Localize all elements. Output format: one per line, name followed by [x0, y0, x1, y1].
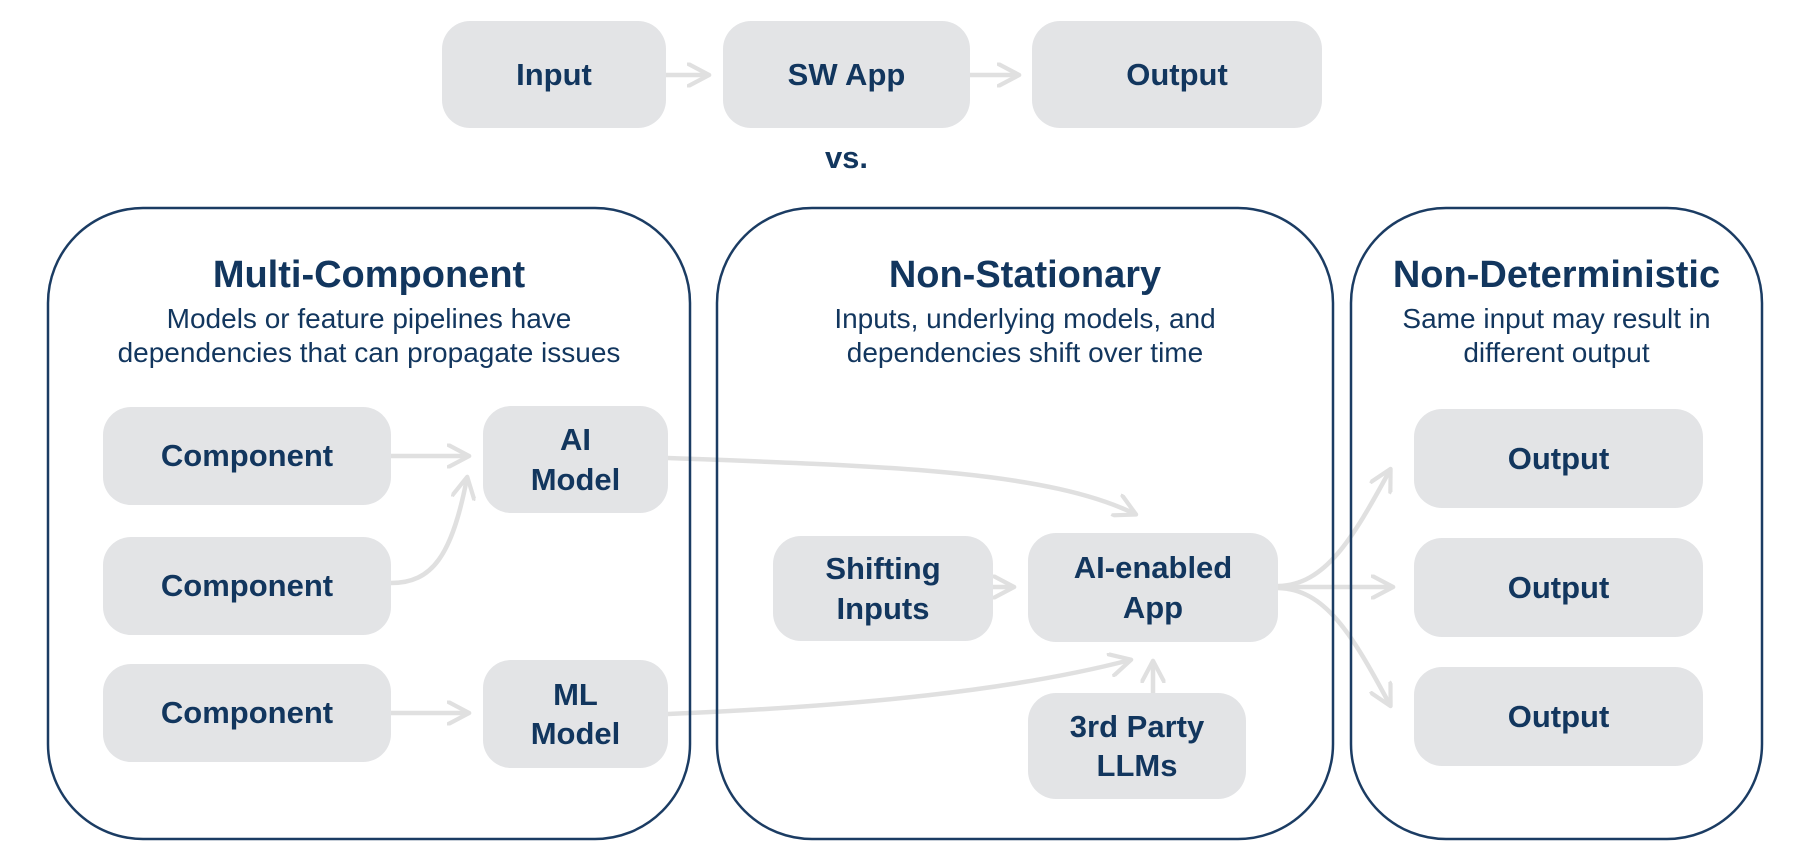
- node-input: Input: [442, 21, 666, 128]
- arrow-ai-model-to-app: [665, 455, 1135, 514]
- node-sw-app: SW App: [723, 21, 970, 128]
- arrow-component2-to-ai-model: [388, 478, 467, 586]
- node-ai-model: AI Model: [483, 406, 668, 513]
- panel-subtitle-multi-component: Models or feature pipelines have depende…: [117, 303, 621, 368]
- node-output-2: Output: [1414, 538, 1703, 637]
- arrow-app-to-output1: [1275, 470, 1390, 589]
- panel-outline-multi-component: [46, 206, 692, 841]
- panel-header-multi-component: Multi-Component Models or feature pipeli…: [48, 252, 690, 370]
- node-shifting-inputs: Shifting Inputs: [773, 536, 993, 641]
- flow-arrows: [388, 75, 1392, 717]
- node-3rd-party-llms: 3rd Party LLMs: [1028, 693, 1246, 799]
- panel-subtitle-non-stationary: Inputs, underlying models, and dependenc…: [834, 303, 1216, 368]
- panel-subtitle-non-deterministic: Same input may result in different outpu…: [1402, 303, 1711, 368]
- panel-header-non-stationary: Non-Stationary Inputs, underlying models…: [717, 252, 1333, 370]
- panel-title-multi-component: Multi-Component: [212, 254, 526, 296]
- panel-title-non-deterministic: Non-Deterministic: [1392, 254, 1721, 296]
- node-output-3: Output: [1414, 667, 1703, 766]
- panel-header-non-deterministic: Non-Deterministic Same input may result …: [1351, 252, 1762, 370]
- node-ml-model: ML Model: [483, 660, 668, 768]
- vs-label: vs.: [824, 140, 869, 175]
- node-output-1: Output: [1414, 409, 1703, 508]
- panel-outline-non-stationary: [715, 206, 1335, 841]
- panel-outlines: [46, 206, 1764, 841]
- node-ai-enabled-app: AI-enabled App: [1028, 533, 1278, 642]
- node-component-1: Component: [103, 407, 391, 505]
- arrow-ml-model-to-app: [665, 660, 1130, 717]
- node-component-3: Component: [103, 664, 391, 762]
- node-component-2: Component: [103, 537, 391, 635]
- arrow-app-to-output3: [1275, 585, 1390, 705]
- panel-title-non-stationary: Non-Stationary: [888, 254, 1162, 296]
- panel-outline-non-deterministic: [1349, 206, 1764, 841]
- node-output-top: Output: [1032, 21, 1322, 128]
